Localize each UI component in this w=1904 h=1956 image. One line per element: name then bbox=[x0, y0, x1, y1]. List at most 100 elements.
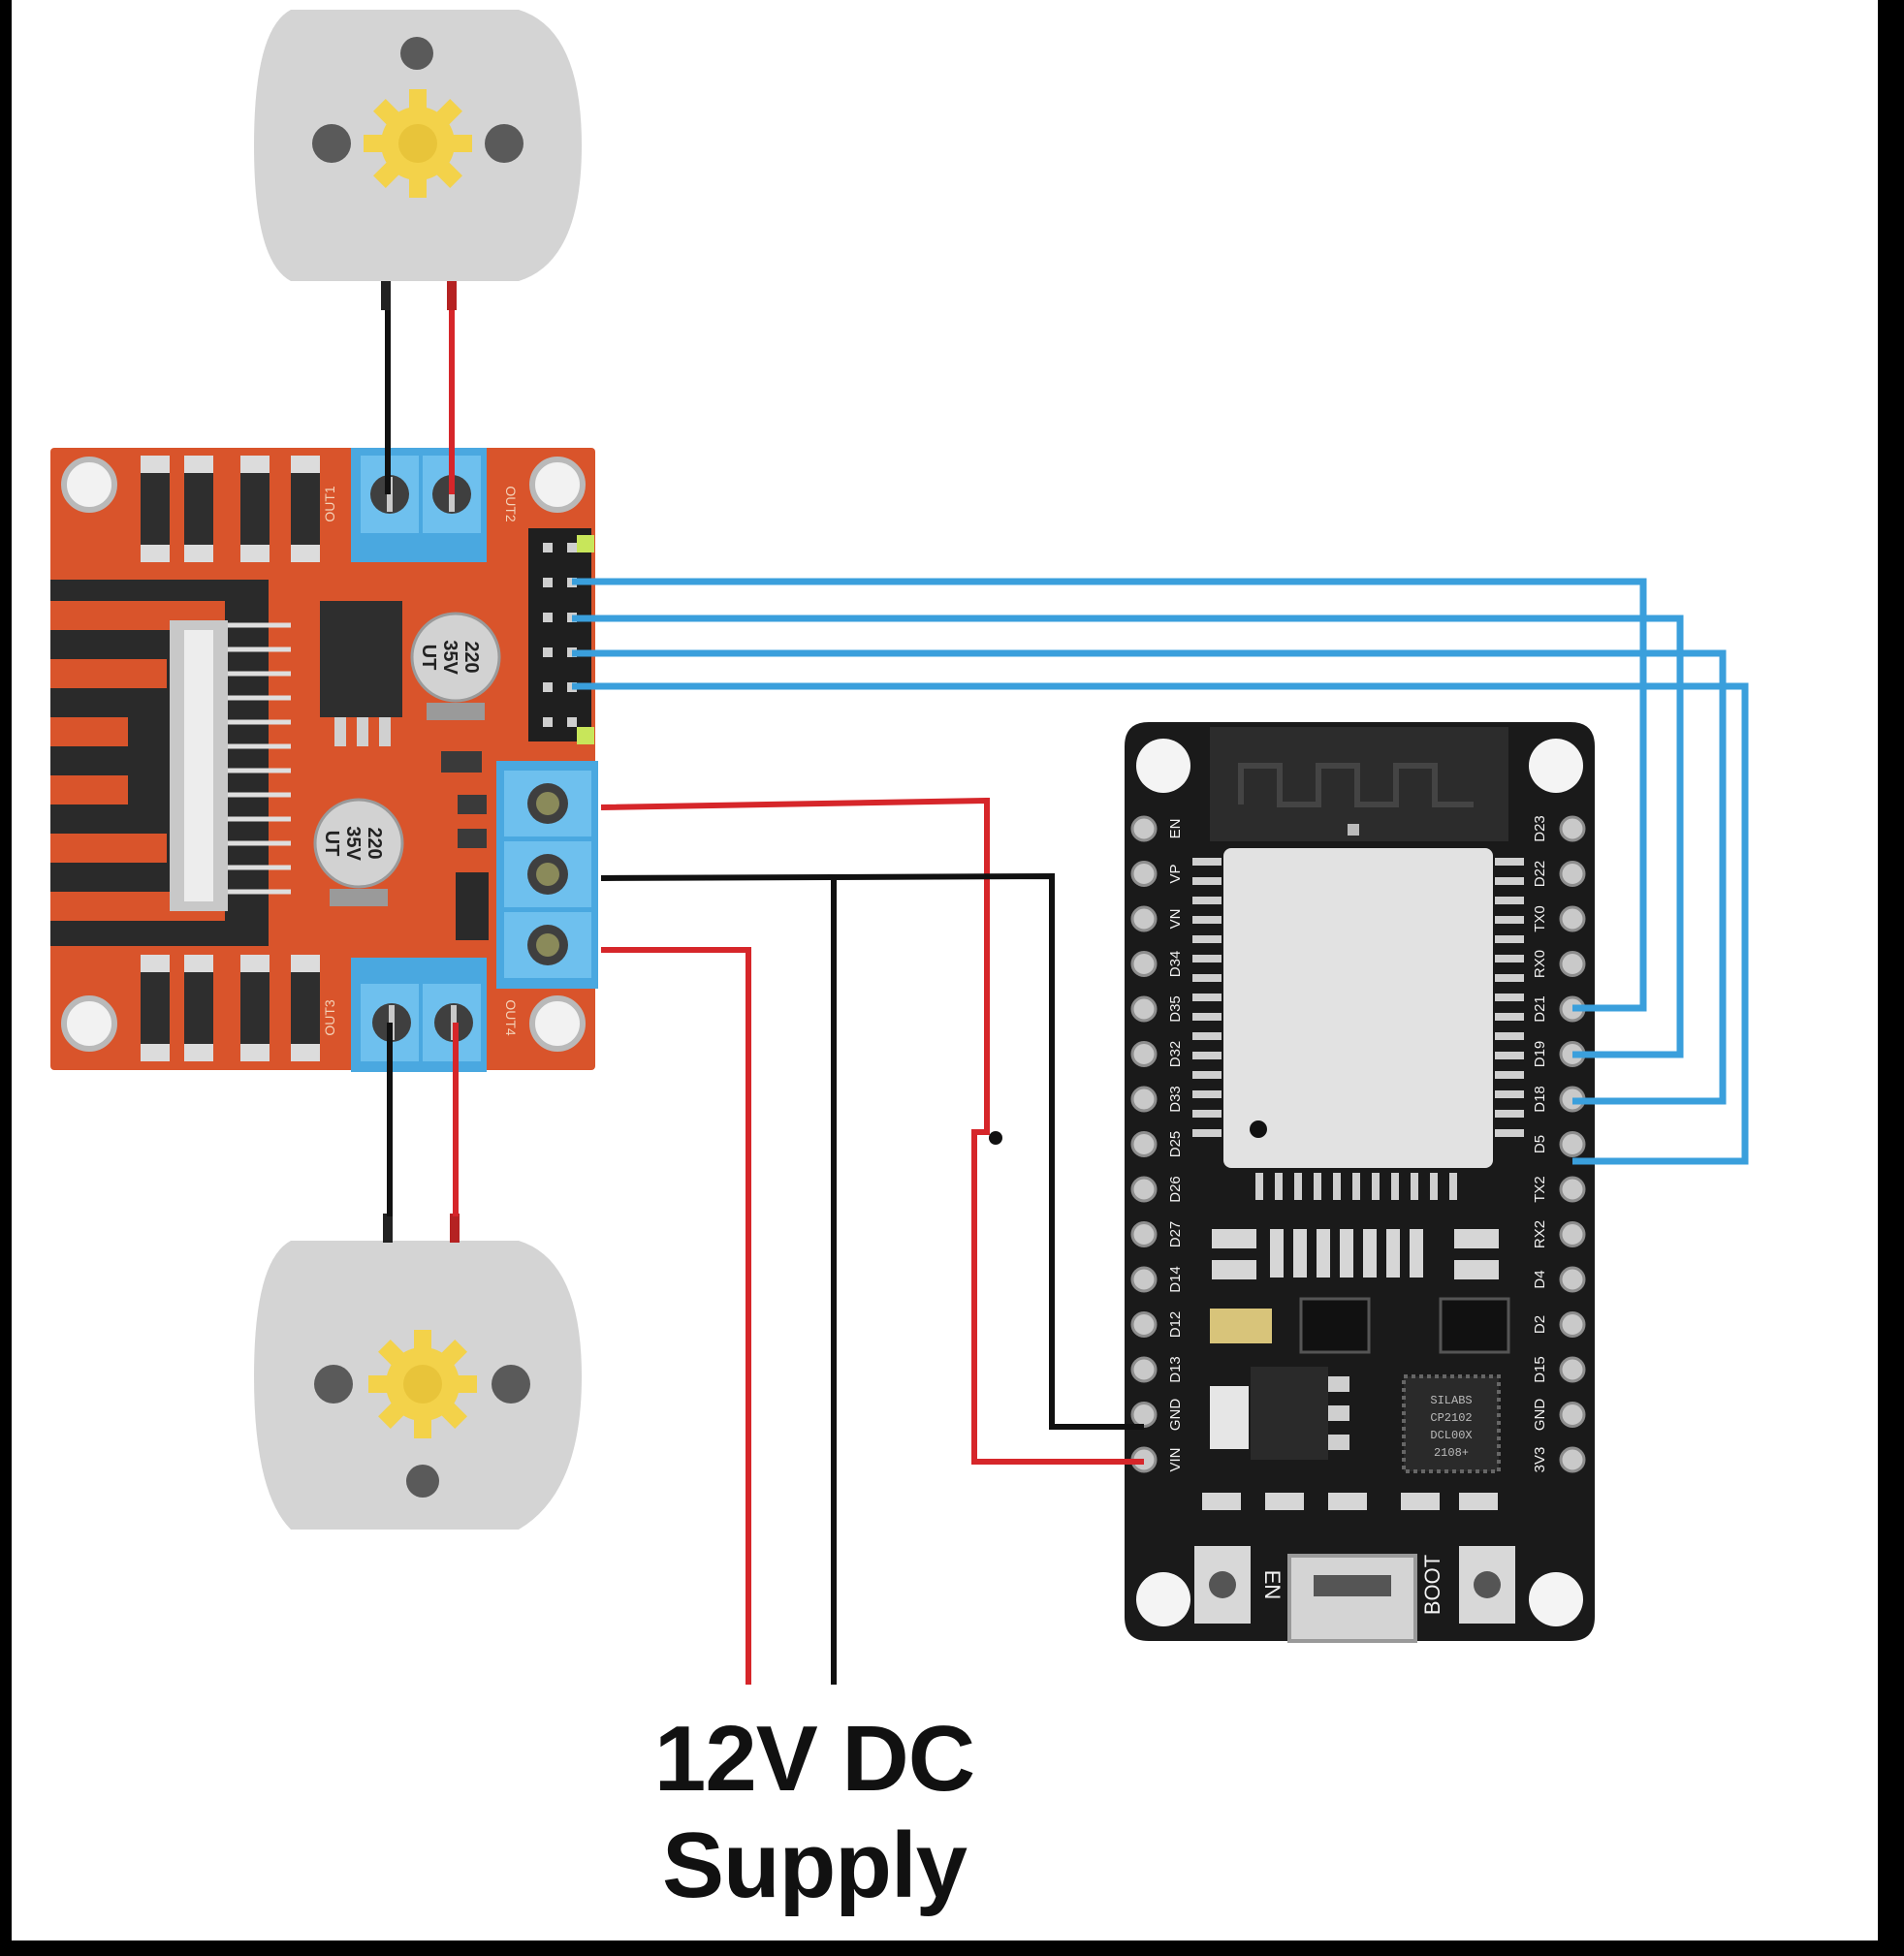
bottom-motor-lead-red bbox=[450, 1214, 460, 1243]
esp32-pin-left-d14 bbox=[1130, 1266, 1158, 1293]
esp32-pin-right-tx0 bbox=[1559, 905, 1586, 932]
bottom-motor-mount-hole-bottom bbox=[406, 1465, 439, 1498]
micro-usb-port[interactable] bbox=[1287, 1554, 1417, 1643]
bottom-motor-lead-black bbox=[383, 1214, 393, 1243]
supply-label-line1: 12V DC bbox=[653, 1707, 975, 1811]
esp32-pin-right-d5 bbox=[1559, 1131, 1586, 1157]
wire-in4-to-d5 bbox=[572, 682, 1749, 1165]
esp32-left-header: ENVPVND34D35D32D33D25D26D27D14D12D13GNDV… bbox=[1130, 815, 1184, 1473]
esp32-pin-label-right-d18: D18 bbox=[1532, 1086, 1548, 1113]
esp32-pin-right-d22 bbox=[1559, 861, 1586, 887]
esp32-pin-label-right-d21: D21 bbox=[1532, 995, 1548, 1023]
voltage-regulator bbox=[320, 601, 402, 717]
esp32-pin-right-rx2 bbox=[1559, 1221, 1586, 1247]
terminal-label-out4: OUT4 bbox=[503, 999, 519, 1036]
top-motor-mount-hole-top bbox=[400, 37, 433, 70]
capacitor-bottom: 220 35V UT bbox=[313, 798, 404, 906]
capacitor-top: 220 35V UT bbox=[410, 612, 501, 720]
esp32-pin-left-vn bbox=[1130, 905, 1158, 932]
esp32-pin-label-left-en: EN bbox=[1167, 819, 1184, 839]
esp32-pin-label-right-rx2: RX2 bbox=[1532, 1220, 1548, 1248]
esp32-pin-right-d4 bbox=[1559, 1266, 1586, 1293]
chip-text-date: 2108+ bbox=[1434, 1446, 1469, 1460]
esp32-pin-label-left-vn: VN bbox=[1167, 909, 1184, 930]
esp32-pin-label-left-d13: D13 bbox=[1167, 1356, 1184, 1383]
esp32-pin-label-right-d2: D2 bbox=[1532, 1315, 1548, 1334]
esp32-pin-left-en bbox=[1130, 815, 1158, 842]
en-button[interactable] bbox=[1194, 1546, 1251, 1624]
boot-button[interactable] bbox=[1459, 1546, 1515, 1624]
esp32-pin-right-d15 bbox=[1559, 1356, 1586, 1383]
supply-label-line2: Supply bbox=[661, 1814, 968, 1917]
supply-label: 12V DC Supply bbox=[630, 1706, 999, 1919]
terminal-label-out3: OUT3 bbox=[322, 999, 337, 1036]
terminal-label-out1: OUT1 bbox=[322, 486, 337, 522]
power-wires bbox=[600, 797, 1144, 1685]
control-header bbox=[528, 528, 591, 741]
cap-bottom-brand: UT bbox=[321, 831, 342, 857]
chip-text-model: CP2102 bbox=[1430, 1411, 1472, 1425]
esp32-pin-label-left-d26: D26 bbox=[1167, 1176, 1184, 1203]
esp32-pin-label-left-vp: VP bbox=[1167, 864, 1184, 883]
esp32-pin-left-d27 bbox=[1130, 1221, 1158, 1247]
esp32-regulator bbox=[1251, 1367, 1328, 1460]
esp32-pin-label-left-d14: D14 bbox=[1167, 1266, 1184, 1293]
cap-bottom-voltage: 35V bbox=[342, 826, 364, 861]
esp32-pin-left-d35 bbox=[1130, 995, 1158, 1023]
esp32-pin-label-right-d19: D19 bbox=[1532, 1041, 1548, 1068]
esp32-pin-label-right-d23: D23 bbox=[1532, 815, 1548, 842]
en-button-label: EN bbox=[1260, 1570, 1285, 1600]
wire-gnd-to-esp32-gnd bbox=[600, 872, 1144, 1430]
esp32-pin-label-left-d33: D33 bbox=[1167, 1086, 1184, 1113]
esp32-pin-label-right-d15: D15 bbox=[1532, 1356, 1548, 1383]
esp32-pin-label-left-d12: D12 bbox=[1167, 1311, 1184, 1339]
chip-text-brand: SILABS bbox=[1430, 1394, 1472, 1407]
esp32-module-shield bbox=[1223, 848, 1493, 1168]
terminal-label-out2: OUT2 bbox=[503, 486, 519, 522]
wire-supply-12v bbox=[601, 947, 751, 1685]
esp32-pin-label-left-d34: D34 bbox=[1167, 951, 1184, 978]
usb-uart-chip: SILABS CP2102 DCL00X 2108+ bbox=[1402, 1374, 1501, 1473]
esp32-pin-label-right-d22: D22 bbox=[1532, 861, 1548, 888]
bottom-motor bbox=[254, 1214, 582, 1530]
esp32-pin-label-right-rx0: RX0 bbox=[1532, 950, 1548, 978]
top-motor-mount-hole-right bbox=[485, 124, 524, 163]
heatsink bbox=[50, 580, 269, 946]
motor-wires bbox=[385, 310, 459, 1216]
esp32-pin-label-left-d35: D35 bbox=[1167, 995, 1184, 1023]
esp32-pin-label-right-d5: D5 bbox=[1532, 1135, 1548, 1153]
l298n-driver-board: 220 35V UT 220 35V UT bbox=[50, 448, 598, 1072]
esp32-pin-label-right-d4: D4 bbox=[1532, 1270, 1548, 1288]
esp32-pin-right-d23 bbox=[1559, 815, 1586, 842]
esp32-pin-left-d12 bbox=[1130, 1311, 1158, 1338]
signal-wires bbox=[572, 578, 1749, 1165]
wire-in2-to-d19 bbox=[572, 615, 1684, 1058]
esp32-pin-left-d25 bbox=[1130, 1131, 1158, 1157]
esp32-pin-label-right-gnd: GND bbox=[1532, 1399, 1548, 1432]
cap-top-voltage: 35V bbox=[439, 640, 460, 675]
cap-top-value: 220 bbox=[460, 641, 482, 673]
esp32-pin-label-left-gnd: GND bbox=[1167, 1399, 1184, 1432]
chip-text-lot: DCL00X bbox=[1430, 1429, 1472, 1442]
boot-button-label: BOOT bbox=[1420, 1555, 1444, 1615]
esp32-pin-label-right-3v3: 3V3 bbox=[1532, 1447, 1548, 1473]
bottom-motor-gear-icon bbox=[368, 1330, 477, 1438]
esp32-pin-left-gnd bbox=[1130, 1402, 1158, 1428]
cap-top-brand: UT bbox=[418, 645, 439, 671]
wire-in1-to-d21 bbox=[572, 578, 1647, 1012]
esp32-pin-left-d34 bbox=[1130, 951, 1158, 977]
bottom-motor-mount-hole-left bbox=[314, 1365, 353, 1404]
esp32-pin-right-3v3 bbox=[1559, 1446, 1586, 1473]
top-motor-lead-black bbox=[381, 281, 391, 310]
esp32-pin-right-d2 bbox=[1559, 1311, 1586, 1338]
esp32-pin-right-rx0 bbox=[1559, 951, 1586, 977]
wire-12v-to-esp32-vin bbox=[600, 797, 1144, 1465]
esp32-pin-label-right-tx2: TX2 bbox=[1532, 1176, 1548, 1203]
top-motor-gear-icon bbox=[364, 89, 472, 198]
esp32-pin-label-left-d27: D27 bbox=[1167, 1221, 1184, 1248]
esp32-pin-label-left-d32: D32 bbox=[1167, 1041, 1184, 1068]
esp32-pin-right-gnd bbox=[1559, 1402, 1586, 1428]
esp32-pin-label-left-vin: VIN bbox=[1167, 1447, 1184, 1471]
junction-dot bbox=[989, 1131, 1002, 1145]
